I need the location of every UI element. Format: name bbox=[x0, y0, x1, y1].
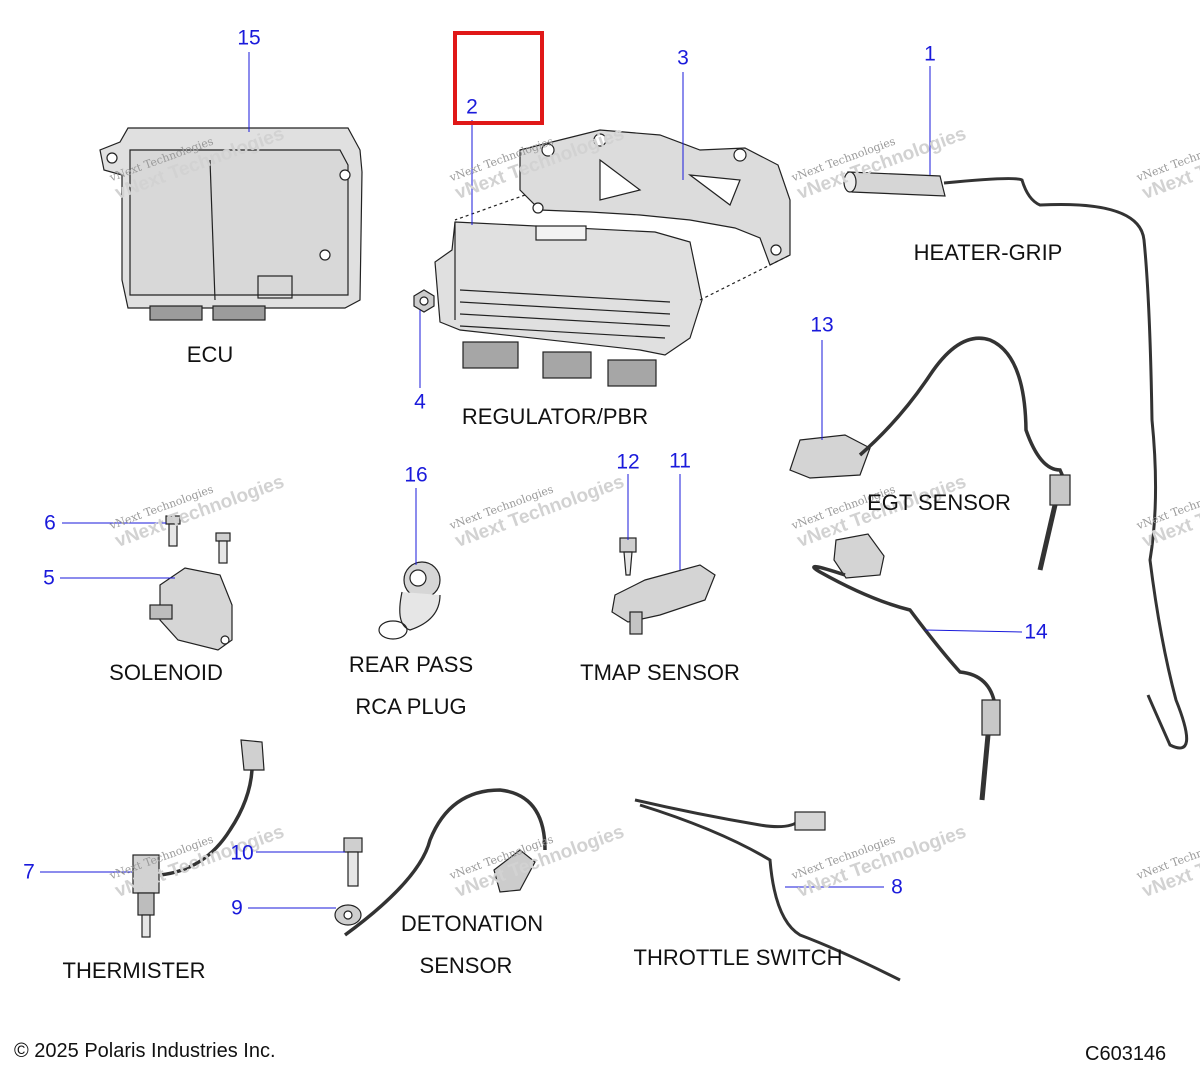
label-ecu: ECU bbox=[186, 342, 234, 367]
bolt-10-part[interactable] bbox=[343, 837, 363, 887]
detonation-sensor-part[interactable] bbox=[334, 788, 547, 937]
callout-5[interactable]: 5 bbox=[43, 566, 55, 590]
figure-id: C603146 bbox=[1085, 1043, 1167, 1065]
callout-10[interactable]: 10 bbox=[230, 841, 254, 865]
label-thermister: THERMISTER bbox=[62, 958, 206, 983]
callout-9[interactable]: 9 bbox=[231, 896, 243, 920]
heater-grip-part[interactable] bbox=[843, 171, 1189, 750]
bracket-part[interactable] bbox=[519, 129, 791, 266]
callout-14[interactable]: 14 bbox=[1024, 620, 1048, 644]
throttle-switch-part[interactable] bbox=[634, 798, 901, 982]
label-detonation-sensor: SENSOR bbox=[419, 953, 513, 978]
label-heater-grip: HEATER-GRIP bbox=[913, 240, 1063, 265]
regulator-part[interactable] bbox=[434, 194, 791, 387]
label-throttle-switch: THROTTLE SWITCH bbox=[633, 945, 843, 970]
bolt-part[interactable] bbox=[619, 537, 637, 576]
egt-sensor-2-part[interactable] bbox=[812, 533, 1001, 801]
egt-sensor-part[interactable] bbox=[789, 336, 1071, 571]
solenoid-part[interactable] bbox=[149, 567, 233, 651]
callout-6[interactable]: 6 bbox=[44, 511, 56, 535]
label-solenoid: SOLENOID bbox=[109, 660, 223, 685]
label-rca-plug: RCA PLUG bbox=[355, 694, 467, 719]
screw-part[interactable] bbox=[165, 515, 231, 564]
callout-12[interactable]: 12 bbox=[616, 450, 640, 474]
callout-1[interactable]: 1 bbox=[924, 42, 936, 66]
callout-4[interactable]: 4 bbox=[414, 390, 426, 414]
callout-15[interactable]: 15 bbox=[237, 26, 261, 50]
highlight-box bbox=[453, 31, 544, 125]
callout-2[interactable]: 2 bbox=[466, 95, 478, 119]
callout-13[interactable]: 13 bbox=[810, 313, 834, 337]
label-detonation: DETONATION bbox=[400, 911, 544, 936]
callout-8[interactable]: 8 bbox=[891, 875, 903, 899]
callout-7[interactable]: 7 bbox=[23, 860, 35, 884]
ecu-part[interactable] bbox=[99, 127, 363, 321]
label-tmap-sensor: TMAP SENSOR bbox=[580, 660, 740, 685]
label-regulator: REGULATOR/PBR bbox=[461, 404, 649, 429]
callout-16[interactable]: 16 bbox=[404, 463, 428, 487]
callout-11[interactable]: 11 bbox=[669, 449, 691, 473]
thermister-part[interactable] bbox=[132, 739, 265, 938]
leader-lines bbox=[40, 52, 1023, 909]
callout-3[interactable]: 3 bbox=[677, 46, 689, 70]
tmap-sensor-part[interactable] bbox=[611, 564, 716, 635]
label-egt-sensor: EGT SENSOR bbox=[867, 490, 1011, 515]
label-rear-pass: REAR PASS bbox=[348, 652, 474, 677]
nut-part[interactable] bbox=[413, 289, 435, 313]
rca-plug-part[interactable] bbox=[378, 561, 441, 640]
copyright-text: © 2025 Polaris Industries Inc. bbox=[14, 1040, 276, 1062]
